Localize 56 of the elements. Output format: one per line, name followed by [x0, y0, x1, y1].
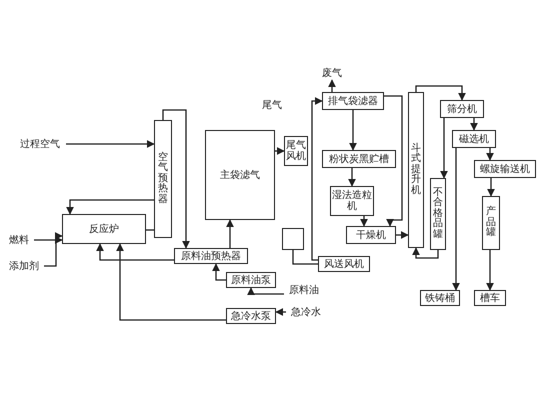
hopper-box: [282, 228, 304, 250]
flow-arrow: [44, 232, 63, 267]
bag-filter-box: 主袋滤气: [205, 130, 275, 220]
blower-box: 风送风机: [318, 256, 370, 272]
flow-arrow: [311, 97, 323, 261]
stream-label: 急冷水: [286, 304, 326, 320]
granulator-box: 湿法造粒机: [330, 186, 374, 216]
tank-truck-box: 槽车: [474, 290, 506, 306]
elevator-column: 斗式提升机: [408, 92, 424, 248]
stream-label: 废气: [318, 66, 346, 80]
stream-label: 添加剂: [4, 258, 44, 274]
flow-arrow: [212, 263, 226, 281]
flow-arrow: [348, 168, 356, 187]
fan-box: 尾气风机: [284, 136, 308, 166]
screw-conveyor-box: 螺旋输送机: [474, 160, 536, 178]
flow-arrow: [384, 95, 403, 227]
flow-arrow: [412, 247, 439, 259]
flow-arrow: [470, 118, 478, 131]
bag-filter-box: 排气袋滤器: [322, 92, 384, 110]
flow-arrow: [486, 148, 494, 161]
flow-arrow: [452, 148, 460, 291]
heat-exchanger-box: 原料油预热器: [174, 248, 248, 264]
flow-arrow: [247, 287, 284, 296]
flow-arrow: [226, 219, 234, 248]
flow-arrow: [96, 243, 174, 261]
storage-tank-box: 粉状炭黑贮槽: [322, 150, 396, 168]
flow-arrow: [415, 85, 466, 101]
sieve-box: 筛分机: [440, 100, 484, 118]
furnace-box: 反应炉: [62, 214, 146, 244]
pump-box: 急冷水泵: [226, 308, 276, 324]
preheater-column: 空气预热器: [154, 120, 172, 238]
flow-arrow: [66, 140, 155, 148]
stream-label: 过程空气: [14, 136, 66, 152]
flow-arrow: [486, 250, 494, 291]
pipe-line: [292, 250, 318, 265]
flow-arrow: [328, 79, 336, 92]
stream-label: 尾气: [262, 99, 282, 112]
flow-arrow: [66, 199, 154, 215]
flow-arrow: [349, 110, 357, 151]
flow-arrow: [162, 109, 190, 249]
flow-arrow: [275, 308, 286, 316]
stream-label: 原料油: [284, 282, 324, 298]
pump-box: 原料油泵: [226, 272, 276, 288]
flow-arrow: [116, 243, 226, 321]
flow-arrow: [34, 236, 63, 244]
drum-box: 铁铸桶: [420, 290, 460, 306]
flow-arrow: [360, 216, 368, 227]
stream-label: 燃料: [4, 232, 34, 248]
flow-arrow: [440, 118, 448, 179]
flow-arrow: [396, 231, 409, 239]
flow-arrow: [275, 147, 285, 155]
tank-box: 产品罐: [482, 196, 500, 250]
dryer-box: 干燥机: [346, 226, 396, 244]
magnetic-separator-box: 磁选机: [452, 130, 496, 148]
flow-arrow: [487, 178, 495, 197]
tank-box: 不合格品罐: [430, 178, 446, 250]
